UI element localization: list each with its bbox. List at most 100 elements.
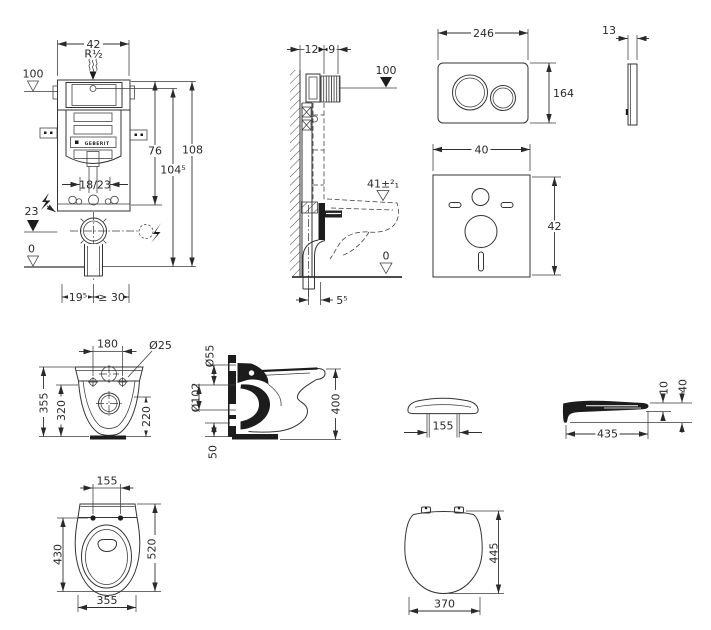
mount-platform bbox=[77, 503, 138, 518]
dim-320: 320 bbox=[55, 400, 68, 421]
dim-o55: Ø55 bbox=[204, 345, 217, 368]
flush-inlet bbox=[97, 539, 118, 553]
dim-13: 13 bbox=[602, 24, 616, 37]
cistern-side-view: 12 9 100 41±²₁ 0 5⁵ bbox=[287, 43, 402, 307]
mat-hole-small bbox=[471, 188, 490, 206]
mat-hole-big bbox=[464, 215, 498, 248]
dim-min30: ≥ 30 bbox=[98, 291, 125, 304]
toilet-side-dimensions: Ø55 Ø102 400 50 bbox=[190, 345, 343, 459]
plate-side-outline bbox=[627, 63, 638, 126]
dim-level-23: 23 bbox=[25, 205, 39, 218]
dim-180: 180 bbox=[97, 338, 118, 351]
datum-100 bbox=[26, 80, 40, 92]
dim-430: 430 bbox=[52, 544, 65, 565]
support-bracket bbox=[301, 201, 318, 214]
seat-top-geometry bbox=[404, 506, 483, 595]
access-box bbox=[65, 82, 123, 108]
dim-thread-r12: R½ bbox=[84, 48, 102, 61]
dim-370: 370 bbox=[434, 598, 455, 611]
cistern-side-geometry bbox=[290, 70, 402, 298]
dim-220: 220 bbox=[140, 406, 153, 427]
seat-top-dimensions: 445 370 bbox=[408, 510, 504, 615]
dim-h76: 76 bbox=[148, 145, 162, 158]
dim-o25: Ø25 bbox=[149, 339, 172, 352]
dim-50: 50 bbox=[207, 445, 220, 459]
base-bar bbox=[232, 434, 278, 440]
dim-10: 10 bbox=[658, 381, 671, 395]
dim-55: 5⁵ bbox=[336, 294, 347, 307]
lid-top-outline bbox=[404, 511, 483, 595]
datum-41 bbox=[376, 190, 390, 202]
dim-level-0: 0 bbox=[28, 243, 35, 256]
dim-445: 445 bbox=[488, 543, 501, 564]
datum-0 bbox=[26, 255, 40, 267]
flush-plate-front: 246 164 bbox=[437, 27, 574, 124]
wall-plate bbox=[228, 355, 236, 437]
seat-cap-outline bbox=[407, 397, 479, 415]
brand-label: GEBERIT bbox=[85, 141, 110, 147]
seat-hinge-dimensions: 155 bbox=[404, 420, 482, 436]
dim-435: 435 bbox=[597, 428, 618, 441]
flush-plate-side: 13 bbox=[602, 24, 649, 126]
tank-outline bbox=[65, 110, 122, 164]
dim-9: 9 bbox=[328, 43, 335, 56]
actuation-symbol bbox=[41, 193, 51, 210]
dim-164: 164 bbox=[553, 87, 574, 100]
water-connection bbox=[89, 85, 97, 92]
big-flush-button bbox=[452, 74, 488, 111]
supply-arrow bbox=[89, 71, 97, 80]
plate-clip bbox=[625, 109, 628, 115]
mat-slot-bottom bbox=[478, 251, 484, 272]
hinge-left bbox=[421, 506, 431, 514]
dim-355-front: 355 bbox=[38, 393, 51, 414]
datum-23 bbox=[27, 220, 39, 232]
toilet-side-section: Ø55 Ø102 400 50 bbox=[190, 345, 343, 459]
seat-bolt-left bbox=[90, 515, 96, 521]
trap-section bbox=[240, 384, 271, 430]
seat-top-view: 445 370 bbox=[404, 506, 504, 615]
cistern-front-view: 42 R½ 100 76 104⁵ 108 18/23 23 0 19⁵ ≥ 3… bbox=[23, 38, 204, 304]
dim-h108: 108 bbox=[182, 144, 203, 157]
insulation-mat: 40 42 bbox=[432, 143, 564, 278]
brand-band bbox=[70, 136, 117, 148]
seat-bolt-right bbox=[117, 515, 124, 521]
brand-icon bbox=[75, 140, 79, 144]
dim-155-top: 155 bbox=[97, 475, 118, 488]
cistern-front-dimensions: 42 R½ 100 76 104⁵ 108 18/23 23 0 19⁵ ≥ 3… bbox=[23, 38, 204, 304]
dim-12: 12 bbox=[305, 43, 319, 56]
lid-side-view: 435 10 40 bbox=[562, 379, 692, 441]
frame-outline bbox=[57, 79, 131, 212]
datum-100-side bbox=[380, 77, 392, 88]
dim-inlet-range: 18/23 bbox=[79, 179, 111, 192]
mat-outline bbox=[432, 174, 531, 278]
bowl-profile bbox=[248, 379, 317, 433]
cistern-front-geometry bbox=[24, 58, 196, 282]
dim-520: 520 bbox=[146, 539, 159, 560]
bowl-outline bbox=[78, 380, 140, 436]
dim-40: 40 bbox=[475, 143, 489, 156]
dim-41: 41±²₁ bbox=[367, 178, 399, 191]
dim-0-side: 0 bbox=[383, 250, 390, 263]
hinge-right bbox=[454, 506, 464, 514]
bottom-seal bbox=[90, 435, 126, 440]
mat-dimensions: 40 42 bbox=[432, 143, 564, 276]
lid-profile bbox=[562, 400, 649, 423]
dim-h1045: 104⁵ bbox=[160, 164, 185, 177]
wall-hatching bbox=[290, 70, 300, 277]
toilet-side-geometry bbox=[228, 355, 326, 440]
seat-hinge-profile: 155 bbox=[404, 397, 482, 438]
toilet-top-geometry bbox=[74, 503, 141, 597]
dim-155-hinge: 155 bbox=[433, 420, 454, 433]
plate-side-dimensions: 13 bbox=[602, 24, 649, 60]
cistern-side-dimensions: 12 9 100 41±²₁ 0 5⁵ bbox=[287, 43, 399, 307]
small-flush-button bbox=[490, 85, 516, 111]
protection-sleeve bbox=[320, 75, 341, 103]
dim-40-lid: 40 bbox=[677, 379, 690, 393]
lightning-icon bbox=[151, 223, 161, 243]
toilet-top-dimensions: 155 430 520 355 bbox=[52, 475, 161, 612]
datum-0-side bbox=[379, 262, 393, 275]
rim-opening bbox=[81, 524, 132, 589]
wall-bracket-right bbox=[129, 129, 148, 141]
